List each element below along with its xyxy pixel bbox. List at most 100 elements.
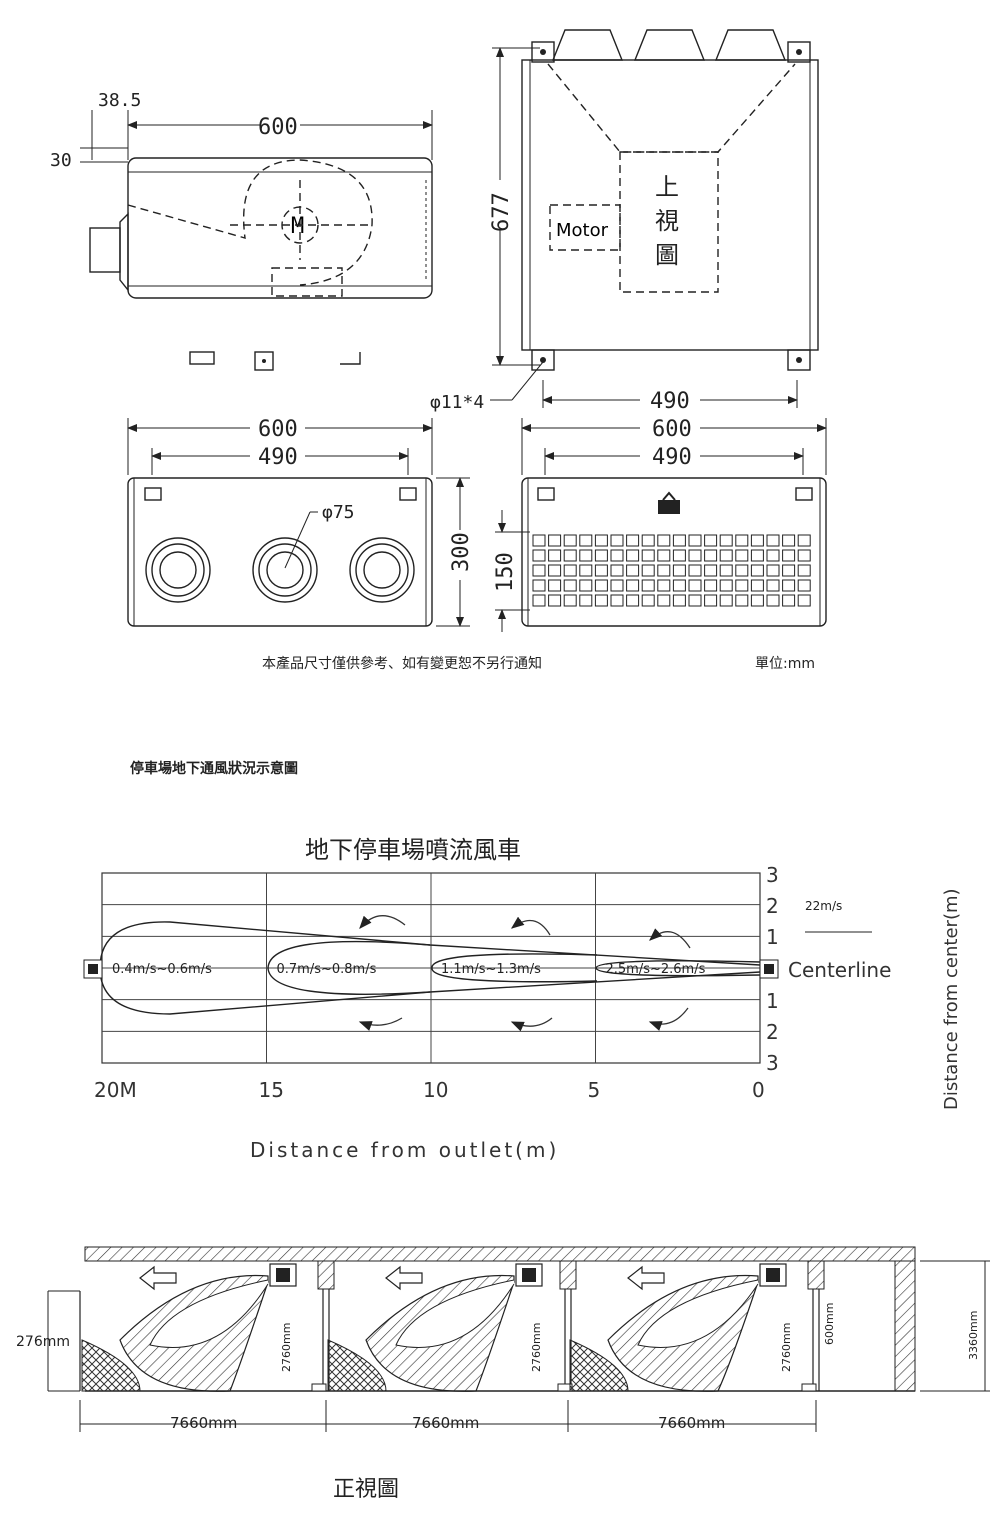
grille-cell <box>626 564 640 577</box>
grille-cell <box>610 594 624 607</box>
y-tick-label: 3 <box>766 1051 779 1075</box>
grille-cell <box>797 534 811 547</box>
airflow-core <box>637 1279 759 1348</box>
grille-cell <box>532 534 546 547</box>
grille-cell <box>797 549 811 562</box>
grille-cell <box>563 579 577 592</box>
grille-cell <box>750 549 764 562</box>
grille-cell <box>797 594 811 607</box>
rear-bolt-dim: 490 <box>652 445 692 470</box>
rear-width-dim: 600 <box>652 417 692 442</box>
grille-cell <box>750 594 764 607</box>
grille-cell <box>750 579 764 592</box>
grille-cell <box>579 534 593 547</box>
grille-cell <box>797 579 811 592</box>
top-depth-dim: 677 <box>489 192 514 232</box>
grille-cell <box>579 594 593 607</box>
grille-cell <box>672 549 686 562</box>
fan-height-3: 2760mm <box>780 1323 793 1372</box>
hole-label: φ11*4 <box>430 392 484 413</box>
jet-fan-core <box>522 1268 536 1282</box>
grille-cell <box>766 594 780 607</box>
top-bolt-dim: 490 <box>650 389 690 414</box>
motor-mark: M <box>291 214 304 239</box>
unit-note: 單位:mm <box>755 656 815 672</box>
front-bolt-dim: 490 <box>258 445 298 470</box>
section-title: 停車場地下通風狀況示意圖 <box>130 760 298 777</box>
grille-cell <box>719 564 733 577</box>
elevation-left-dim: 276mm <box>16 1334 70 1350</box>
side-width-dim: 600 <box>258 115 298 140</box>
pipe-diameter-label: φ75 <box>322 502 355 523</box>
grille-cell <box>704 564 718 577</box>
rear-grille-dim: 150 <box>493 552 518 592</box>
airflow-arrow-icon <box>139 1265 177 1291</box>
column-foot <box>311 1383 327 1392</box>
velocity-zone-label: 0.4m/s~0.6m/s <box>112 962 212 977</box>
grille-cell <box>532 579 546 592</box>
front-width-dim: 600 <box>258 417 298 442</box>
grille-cell <box>594 534 608 547</box>
airflow-arrow-icon <box>627 1265 665 1291</box>
grille-cell <box>563 534 577 547</box>
ceiling-height: 3360mm <box>967 1311 980 1360</box>
grille-cell <box>672 534 686 547</box>
grille-cell <box>688 594 702 607</box>
grille-cell <box>548 534 562 547</box>
y-tick-label: 1 <box>766 925 779 949</box>
elevation-view-label: 正視圖 <box>333 1477 399 1502</box>
grille-cell <box>735 579 749 592</box>
grille-cell <box>594 564 608 577</box>
y-tick-label: 2 <box>766 1020 779 1044</box>
grille-cell <box>532 594 546 607</box>
grille-cell <box>563 564 577 577</box>
grille-cell <box>704 549 718 562</box>
grille-cell <box>563 594 577 607</box>
rear-view: 600 490 150 <box>493 417 827 632</box>
velocity-zone-label: 0.7m/s~0.8m/s <box>277 962 377 977</box>
grille-cell <box>719 534 733 547</box>
grille-cell <box>548 579 562 592</box>
grille-cell <box>704 534 718 547</box>
grille-cell <box>735 564 749 577</box>
jet-fan-core <box>276 1268 290 1282</box>
floor-zone <box>327 1339 387 1392</box>
grille-cell <box>688 549 702 562</box>
velocity-legend: 22m/s <box>805 899 842 913</box>
grille-cell <box>750 534 764 547</box>
grille-cell <box>719 549 733 562</box>
front-view: 600 490 φ75 300 <box>127 417 474 627</box>
grille-cell <box>766 534 780 547</box>
grille-cell <box>610 534 624 547</box>
y-axis-label: Distance from center(m) <box>941 888 962 1110</box>
top-view: 677 上視圖 Motor φ11*4 490 <box>430 29 819 414</box>
grille-cell <box>548 564 562 577</box>
y-tick-label: 2 <box>766 894 779 918</box>
grille-cell <box>657 549 671 562</box>
grille-cell <box>657 594 671 607</box>
grille-cell <box>657 579 671 592</box>
grille-cell <box>626 579 640 592</box>
grille-cell <box>782 534 796 547</box>
grille-cell <box>672 564 686 577</box>
grille-cell <box>579 579 593 592</box>
grille-cell <box>735 594 749 607</box>
grille-cell <box>579 564 593 577</box>
grille-cell <box>532 549 546 562</box>
grille-cell <box>626 594 640 607</box>
grille-cell <box>548 549 562 562</box>
y-tick-label: 3 <box>766 863 779 887</box>
grille-cell <box>626 534 640 547</box>
front-height-dim: 300 <box>449 532 474 572</box>
x-tick-label: 20M <box>94 1078 137 1102</box>
top-view-label: 上視圖 <box>655 173 679 269</box>
airflow-arrow-icon <box>385 1265 423 1291</box>
grille-cell <box>735 549 749 562</box>
centerline-label: Centerline <box>788 958 891 982</box>
grille-cell <box>657 564 671 577</box>
grille-cell <box>688 564 702 577</box>
grille-cell <box>626 549 640 562</box>
floor-zone <box>569 1339 629 1392</box>
grille-cell <box>688 579 702 592</box>
fan-height-1: 2760mm <box>280 1323 293 1372</box>
